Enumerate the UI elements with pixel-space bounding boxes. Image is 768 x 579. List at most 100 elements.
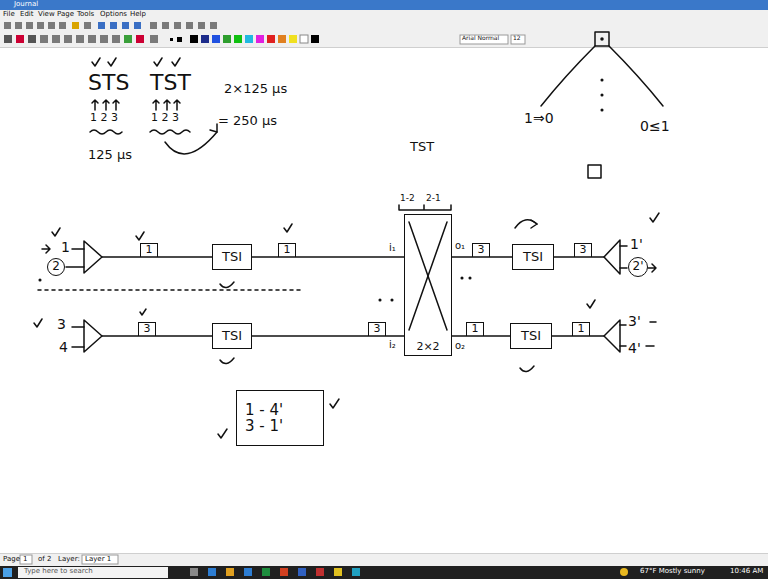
toolbar-icons [134,22,141,29]
ink-strokes [220,282,234,288]
color-palette [234,35,242,43]
toolbar-icons [174,22,181,29]
color-palette [223,35,231,43]
ink-strokes [108,58,116,66]
window-title: Journal [14,0,38,8]
toolbar-icons [186,22,193,29]
toolbar-icons [52,35,60,43]
input-number: 4 [59,339,68,355]
taskbar-icons [334,568,342,576]
toolbar-icons [112,35,120,43]
ink-strokes [34,32,663,438]
handwritten-label: TST [410,140,434,155]
taskbar-icons [244,568,252,576]
toolbar-icons [88,35,96,43]
ink-strokes [164,100,170,110]
ink-strokes [601,109,603,111]
port-label: o₂ [455,340,465,352]
space-switch: 2×2 [404,214,452,356]
ink-strokes [595,32,609,46]
toolbar-icons [100,35,108,43]
handwritten-label: 2×125 µs [224,82,287,97]
taskbar-icons [352,568,360,576]
toolbar-icons [150,22,157,29]
node-text: 1 [472,323,479,335]
node-text: TSI [521,329,541,343]
taskbar-icons [620,568,628,576]
ink-strokes [646,345,654,347]
input-number: 1 [61,239,70,255]
ink-strokes [409,222,447,330]
weather-text: 67°F Mostly sunny [640,567,705,575]
ink-strokes [72,248,84,250]
tsi-box: TSI [212,323,252,349]
port-label: o₁ [455,240,465,252]
ink-strokes [531,220,537,228]
search-placeholder: Type here to search [24,567,93,575]
handwritten-label: TST [150,70,191,95]
ink-strokes [42,245,50,253]
status-text: Page [3,555,20,563]
output-number: 3' [628,313,641,329]
ink-strokes [92,58,100,66]
toolbar-icons [177,37,182,42]
node-text: 3 [374,323,381,335]
ink-strokes [620,245,627,247]
color-palette [212,35,220,43]
ink-strokes [34,319,42,327]
handwritten-label: STS [88,70,129,95]
ink-strokes [587,300,595,308]
color-palette [278,35,286,43]
trunk-line [252,336,404,337]
taskbar-icons [3,568,628,577]
menu-item: File [3,10,15,18]
taskbar-icons [226,568,234,576]
toolbar-icons [122,22,129,29]
ink-strokes [541,46,595,106]
handwritten-label: 1 2 3 [151,112,179,125]
ink-strokes [52,228,60,236]
node-text: 3 [580,244,587,256]
node-text: 3 [478,244,485,256]
ink-strokes [220,358,234,364]
time-slot-frame: 3 [368,322,386,336]
toolbar-icons [136,35,144,43]
node-text: TSI [222,250,242,264]
status-text: 1 [23,555,27,563]
node-text: 2 [52,260,60,273]
ink-strokes [650,213,659,222]
circled-input: 2 [47,258,65,276]
title-bar [0,0,768,10]
color-palette [256,35,264,43]
ink-strokes [554,256,604,258]
handwritten-label: 125 µs [88,148,132,163]
ink-strokes [601,38,603,40]
toolbar-icons [162,22,169,29]
input-number: 3 [57,316,66,332]
trunk-line [452,257,512,258]
color-palette [267,35,275,43]
taskbar-icons [3,568,12,577]
node-text: 1 [578,323,585,335]
answer-box: 1 - 4'3 - 1' [236,390,324,446]
menu-item: Help [130,10,146,18]
toolbar-icons [59,22,66,29]
status-text: of 2 [38,555,51,563]
font-size: 12 [513,35,521,42]
color-palette [511,35,525,44]
ink-strokes [154,58,162,66]
ink-strokes [39,279,41,281]
ink-strokes [103,100,109,110]
taskbar-icons [280,568,288,576]
tsi-box: TSI [212,244,252,270]
toolbar-icons [198,22,205,29]
ink-strokes [136,232,144,240]
node-text: 1 - 4' [245,402,283,419]
ink-strokes [84,241,102,273]
toolbar-icons [15,22,22,29]
handwritten-label: 1⇒0 [524,110,554,126]
ink-strokes [604,240,620,274]
ink-strokes [601,79,603,81]
ink-strokes [150,130,190,134]
